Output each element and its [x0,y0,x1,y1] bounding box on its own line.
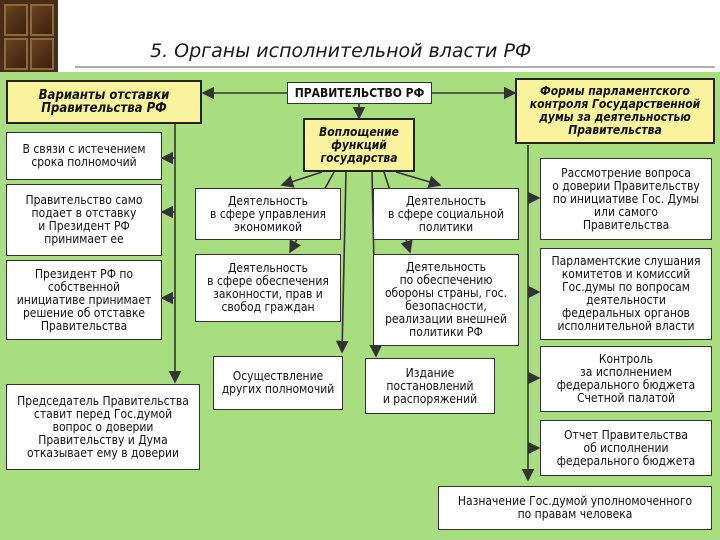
resignation-variants-box: Варианты отставки Правительства РФ [6,80,202,124]
decorative-ornament [0,0,58,72]
confidence-question-box: Рассмотрение вопроса о доверии Правитель… [540,158,712,240]
president-initiative-box: Президент РФ по собственной инициативе п… [6,260,162,340]
economy-activity-box: Деятельность в сфере управления экономик… [195,188,341,240]
legality-activity-box: Деятельность в сфере обеспечения законно… [195,254,341,322]
connector-other [335,171,349,354]
self-resignation-box: Правительство само подает в отставку и П… [6,184,162,256]
decrees-box: Издание постановлений и распоряжений [365,358,495,414]
functions-embodiment-box: Воплощение функций государства [303,118,415,172]
ombudsman-appointment-box: Назначение Гос.думой уполномоченного по … [438,486,712,530]
title-divider [75,66,715,68]
other-powers-box: Осуществление других полномочий [213,356,343,410]
budget-control-box: Контроль за исполнением федерального бюд… [540,346,712,412]
connector-economy [280,171,323,188]
social-activity-box: Деятельность в сфере социальной политики [373,188,519,240]
defense-activity-box: Деятельность по обеспечению обороны стра… [373,254,519,346]
connector-social [395,171,442,188]
budget-report-box: Отчет Правительства об исполнении федера… [540,420,712,476]
title-bar: 5. Органы исполнительной власти РФ [0,0,720,72]
page-title: 5. Органы исполнительной власти РФ [150,40,532,62]
government-box: ПРАВИТЕЛЬСТВО РФ [287,82,432,104]
chairman-confidence-box: Председатель Правительства ставит перед … [6,384,200,470]
parliamentary-hearings-box: Парламентские слушания комитетов и комис… [540,248,712,340]
term-expiry-box: В связи с истечением срока полномочий [6,132,162,180]
control-forms-box: Формы парламентского контроля Государств… [515,78,715,144]
